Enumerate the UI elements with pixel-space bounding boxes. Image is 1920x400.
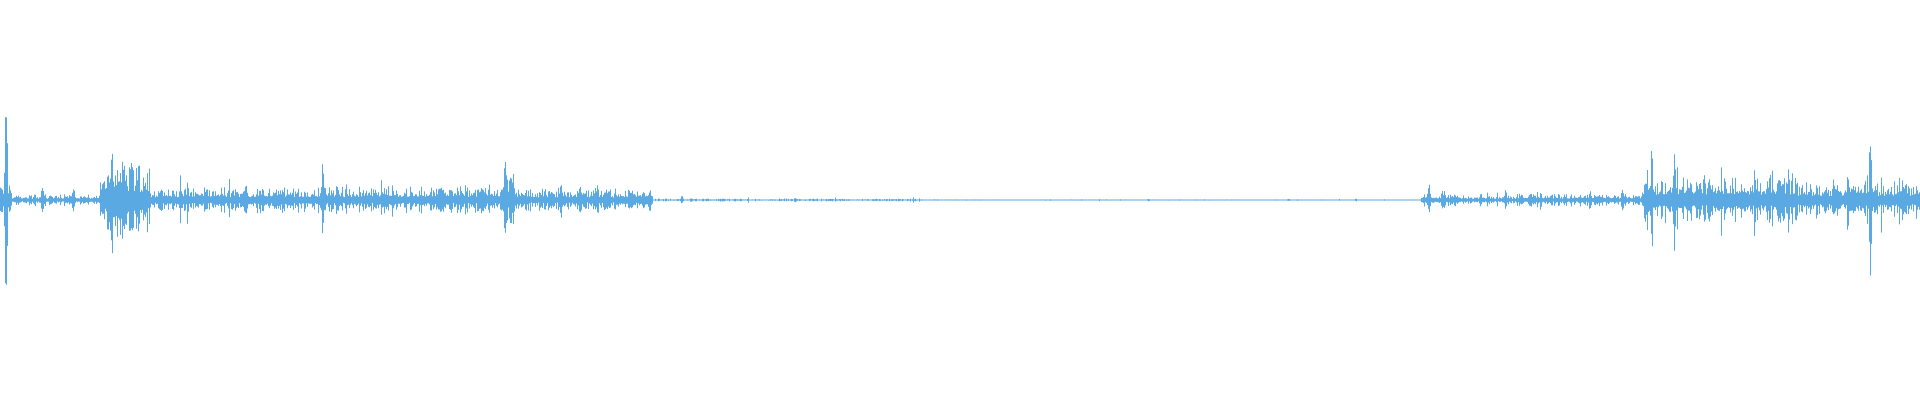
waveform-samples (0, 117, 1920, 285)
waveform-path (0, 117, 1920, 285)
